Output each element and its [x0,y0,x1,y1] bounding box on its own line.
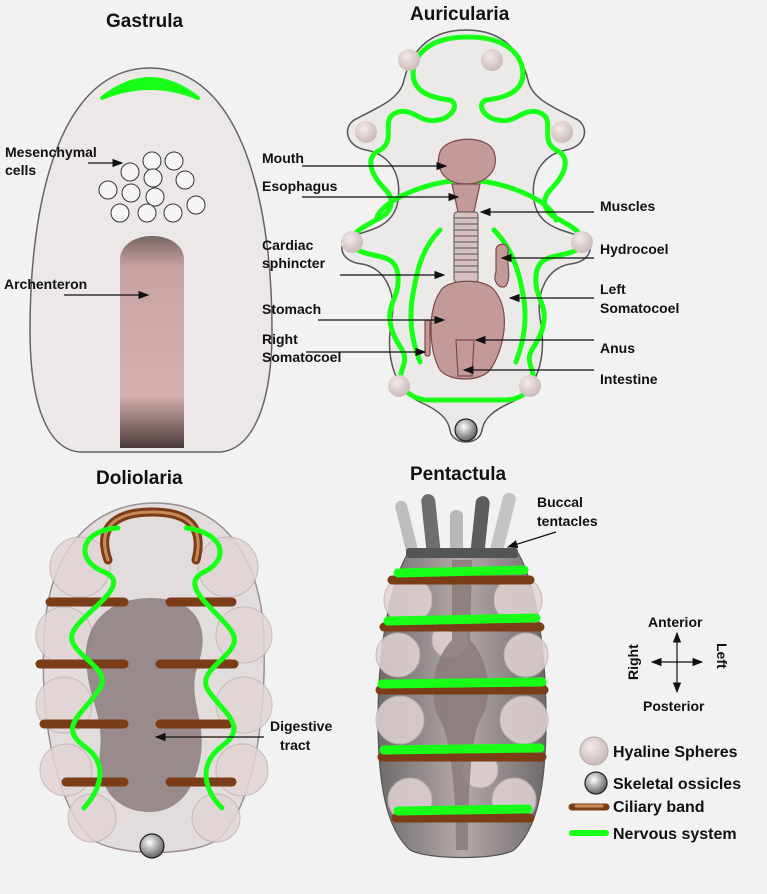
esophagus-label: Esophagus [262,178,338,194]
pentactula-figure [375,492,549,859]
orientation-compass [650,631,704,694]
intestine-label: Intestine [600,371,658,387]
buccal-label-2: tentacles [537,513,598,529]
doliolaria-ossicle [139,833,165,859]
doliolaria-digestive-tract [85,598,203,812]
legend-label-1: Skeletal ossicles [613,776,741,793]
auricularia-figure [341,29,593,443]
right-somatocoel-label-1: Right [262,331,298,347]
right-somatocoel-organ [424,319,431,357]
anterior-label: Anterior [648,614,703,630]
legend-label-3: Nervous system [613,826,737,843]
mesenchymal-cells [98,151,206,223]
pentactula-title: Pentactula [410,464,507,485]
mouth-organ [437,138,496,185]
pentactula-ciliary-bands [375,575,549,823]
posterior-label: Posterior [643,698,705,714]
mouth-label: Mouth [262,150,304,166]
right-label: Right [625,644,641,680]
gastrula-figure [29,67,273,453]
doliolaria-nerve-left [69,525,121,811]
pentactula-digestive-tract [433,560,489,850]
auricularia-spheres [341,49,593,397]
pentactula-mouth-cap [406,548,518,558]
mesenchymal-label-1: Mesenchymal [5,144,97,160]
auricularia-title: Auricularia [410,4,510,25]
mesenchymal-label-2: cells [5,162,36,178]
doliolaria-title: Doliolaria [96,468,183,489]
left-label: Left [714,643,730,669]
auricularia-ossicle [454,418,478,442]
pentactula-nerve-rings [377,565,547,816]
left-somatocoel-label-1: Left [600,281,626,297]
archenteron-label: Archenteron [4,276,87,292]
muscles-label: Muscles [600,198,655,214]
buccal-arrow [506,531,557,549]
gastrula-title: Gastrula [106,11,184,32]
hyaline-sphere-icon [579,736,609,766]
right-somatocoel-label-2: Somatocoel [262,349,341,365]
gastrula-nerve-arc [100,77,200,100]
doliolaria-figure [35,502,273,859]
anus-label: Anus [600,340,635,356]
cardiac-label-1: Cardiac [262,237,314,253]
archenteron [120,236,184,448]
hydrocoel-label: Hydrocoel [600,241,668,257]
cardiac-label-2: sphincter [262,255,326,271]
digestive-label-1: Digestive [270,718,332,734]
legend-label-0: Hyaline Spheres [613,744,738,761]
legend: Hyaline Spheres Skeletal ossicles Ciliar… [568,736,741,843]
legend-label-2: Ciliary band [613,799,705,816]
buccal-label-1: Buccal [537,494,583,510]
hydrocoel-organ [494,243,510,288]
doliolaria-nerve-right [183,525,237,811]
muscles-rings [453,211,479,283]
digestive-label-2: tract [280,737,311,753]
ciliary-band-icon [568,803,610,811]
stomach-label: Stomach [262,301,321,317]
skeletal-ossicle-icon [584,771,608,795]
left-somatocoel-label-2: Somatocoel [600,300,679,316]
